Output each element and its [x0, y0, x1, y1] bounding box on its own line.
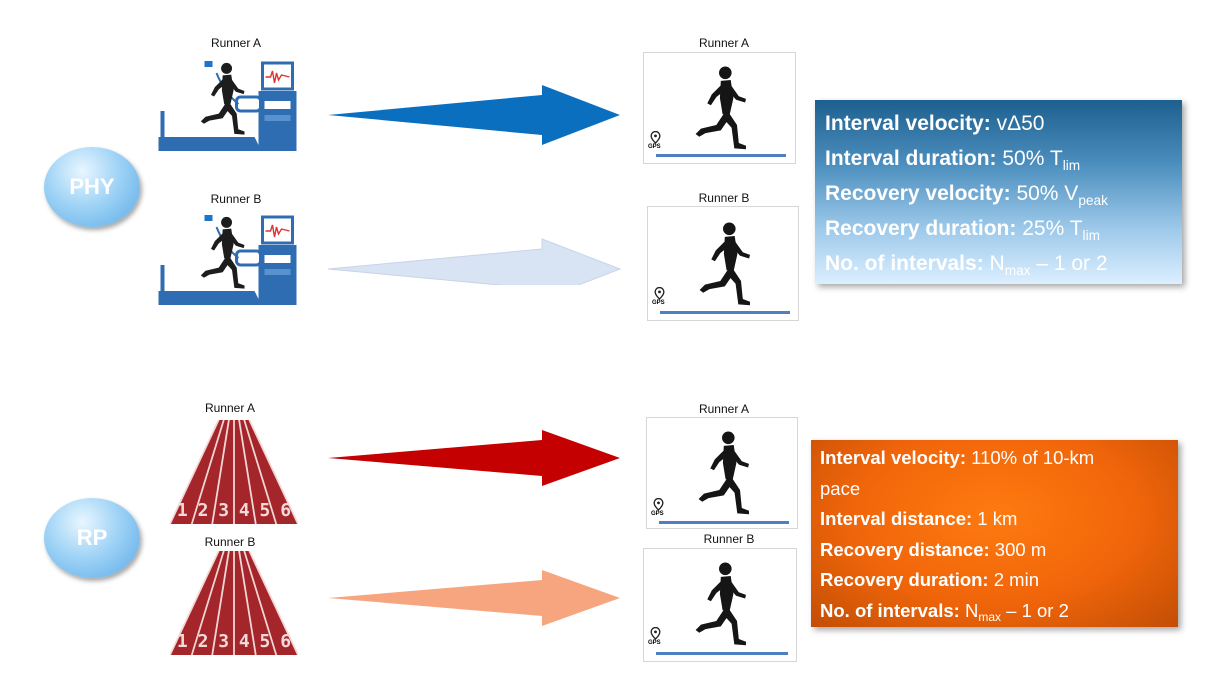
lane-number: 3 [218, 631, 230, 652]
phy-right-runner-a-gps-image: GPS [643, 52, 796, 164]
rp-right-runner-b-label: Runner B [703, 532, 755, 546]
phy-left-runner-a-treadmill-image [157, 53, 300, 153]
rp-left-runner-a-label: Runner A [204, 401, 256, 415]
lane-number: 6 [280, 500, 292, 521]
ground-line [660, 311, 790, 314]
runner-icon [677, 422, 767, 522]
phy-right-runner-a-label: Runner A [698, 36, 750, 50]
rp-row-recovery-distance: Recovery distance: 300 m [820, 538, 1047, 560]
phy-row-recovery-duration: Recovery duration: 25% Tlim [825, 217, 1100, 243]
gps-label: GPS [652, 300, 665, 306]
treadmill-icon [157, 53, 300, 153]
rp-left-runner-b-label: Runner B [204, 535, 256, 549]
lane-number: 6 [280, 631, 292, 652]
phy-arrow-a [328, 85, 620, 145]
phy-bubble-label: PHY [69, 174, 115, 199]
phy-row-number-of-intervals: No. of intervals: Nmax – 1 or 2 [825, 252, 1108, 278]
rp-arrows [328, 430, 620, 626]
phy-bubble: PHY [44, 147, 140, 227]
phy-row-interval-velocity: Interval velocity: vΔ50 [825, 112, 1045, 135]
ground-line [659, 521, 789, 524]
runner-icon [674, 57, 764, 157]
lane-number: 4 [238, 631, 250, 652]
lane-number: 4 [238, 500, 250, 521]
rp-row-interval-velocity-cont: pace [820, 477, 861, 499]
rp-arrow-a [328, 430, 620, 486]
runner-icon [674, 553, 764, 653]
rp-bubble: RP [44, 498, 140, 578]
gps-label: GPS [648, 640, 661, 646]
rp-bubble-label: RP [76, 525, 108, 550]
rp-protocol-panel: Interval velocity: 110% of 10-km pace In… [811, 440, 1178, 627]
runner-icon [678, 213, 768, 313]
rp-row-interval-velocity: Interval velocity: 110% of 10-km [820, 447, 1095, 468]
phy-arrow-b [327, 238, 622, 285]
phy-left-runner-b-label: Runner B [210, 192, 262, 206]
ground-line [656, 652, 788, 655]
phy-arrows [327, 85, 622, 285]
rp-right-runner-a-gps-image: GPS [646, 417, 798, 529]
lane-number: 1 [176, 500, 188, 521]
rp-right-runner-a-label: Runner A [698, 402, 750, 416]
rp-right-runner-b-gps-image: GPS [643, 548, 797, 662]
phy-row-interval-duration: Interval duration: 50% Tlim [825, 147, 1081, 173]
phy-left-runner-b-treadmill-image [157, 207, 300, 307]
rp-row-interval-distance: Interval distance: 1 km [820, 508, 1018, 529]
rp-arrow-b [328, 570, 620, 626]
gps-label: GPS [651, 511, 664, 517]
phy-left-runner-a-label: Runner A [210, 36, 262, 50]
lane-number: 5 [259, 631, 271, 652]
gps-pin-icon [650, 131, 661, 144]
ground-line [656, 154, 786, 157]
lane-number: 5 [259, 500, 271, 521]
lane-number: 1 [176, 631, 188, 652]
gps-label: GPS [648, 144, 661, 150]
lane-number: 2 [197, 500, 209, 521]
gps-pin-icon [650, 627, 661, 640]
lane-number: 3 [218, 500, 230, 521]
gps-pin-icon [654, 287, 665, 300]
gps-pin-icon [653, 498, 664, 511]
phy-row-recovery-velocity: Recovery velocity: 50% Vpeak [825, 182, 1108, 208]
lane-number: 2 [197, 631, 209, 652]
rp-row-recovery-duration: Recovery duration: 2 min [820, 569, 1039, 590]
phy-right-runner-b-gps-image: GPS [647, 206, 799, 321]
treadmill-icon [157, 207, 300, 307]
rp-row-number-of-intervals: No. of intervals: Nmax – 1 or 2 [820, 599, 1069, 624]
phy-right-runner-b-label: Runner B [698, 191, 750, 205]
phy-protocol-panel: Interval velocity: vΔ50 Interval duratio… [815, 100, 1182, 284]
